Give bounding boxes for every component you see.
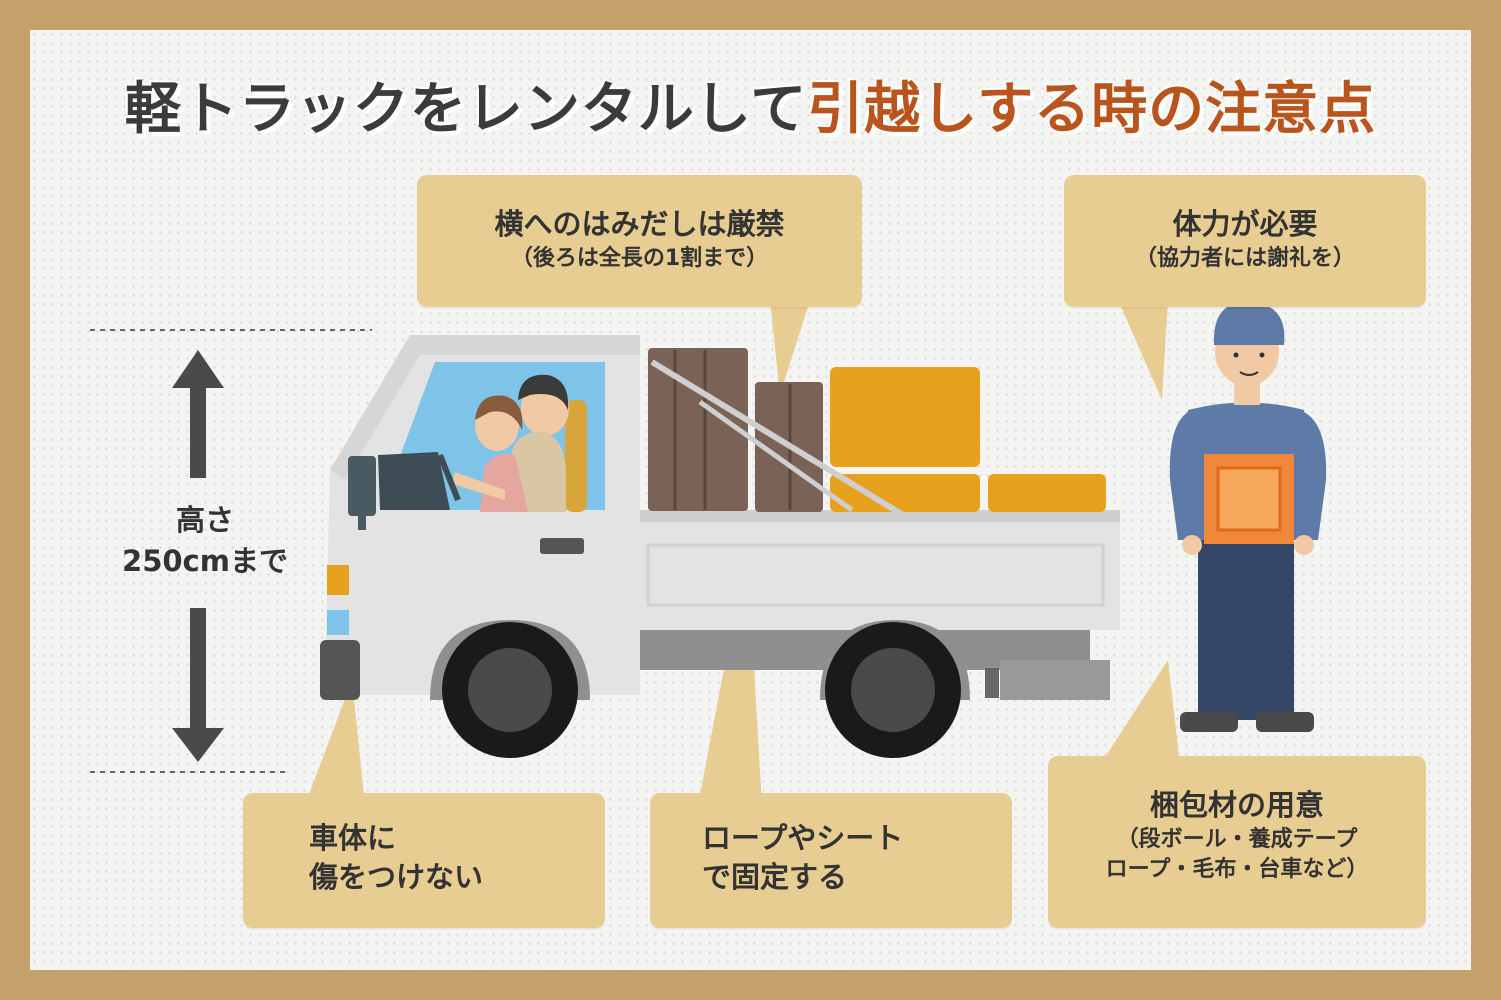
height-label-line-1: 高さ	[175, 503, 234, 537]
truck-seat	[565, 400, 587, 512]
title-part-1: 軽トラックをレンタルして	[124, 77, 808, 142]
worker-left-leg	[1198, 530, 1246, 720]
rope-line-1	[650, 359, 910, 521]
truck-illustration	[320, 335, 1120, 758]
worker-illustration	[1169, 301, 1327, 732]
worker-left-shoe	[1180, 712, 1238, 732]
headlight	[327, 610, 349, 635]
side-overhang-bubble: 横へのはみだしは厳禁 （後ろは全長の1割まで）	[417, 175, 862, 307]
body-damage-line-1: 車体に	[309, 821, 397, 855]
side-overhang-main: 横へのはみだしは厳禁	[494, 207, 785, 241]
truck-bed-panel	[640, 510, 1120, 630]
stamina-bubble-tail	[1118, 300, 1168, 400]
cargo-box-top	[830, 367, 980, 467]
stamina-sub: （協力者には謝礼を）	[1134, 246, 1355, 272]
height-label-line-2: 250cmまで	[122, 543, 288, 578]
cargo-box-bottom	[830, 474, 980, 512]
title-part-2: 引越しする時の注意点	[807, 77, 1377, 142]
height-up-arrow-icon	[172, 350, 224, 478]
worker-right-shoe	[1256, 712, 1314, 732]
front-bumper	[320, 640, 360, 700]
door-handle	[540, 538, 584, 554]
packing-sub-2: ロープ・毛布・台車など）	[1105, 856, 1369, 882]
stamina-main: 体力が必要	[1172, 207, 1318, 241]
side-overhang-sub: （後ろは全長の1割まで）	[510, 246, 769, 272]
turn-signal	[327, 565, 349, 595]
worker-cap	[1213, 301, 1285, 345]
packing-main: 梱包材の用意	[1149, 788, 1324, 822]
cargo-box-right	[988, 474, 1106, 512]
cargo	[648, 348, 1106, 521]
rope-fix-line-2: で固定する	[702, 860, 848, 895]
side-mirror	[348, 456, 376, 516]
height-label: 高さ 250cmまで	[75, 500, 335, 581]
height-down-arrow-icon	[172, 608, 224, 762]
body-bubble-tail	[305, 680, 365, 805]
cargo-wardrobe	[648, 348, 748, 511]
stamina-bubble: 体力が必要 （協力者には謝礼を）	[1064, 175, 1426, 307]
packing-bubble: 梱包材の用意 （段ボール・養成テープ ロープ・毛布・台車など）	[1048, 756, 1426, 928]
body-damage-line-2: 傷をつけない	[309, 860, 484, 895]
packing-bubble-tail	[1100, 660, 1180, 765]
steering-wheel	[378, 452, 450, 510]
page-title: 軽トラックをレンタルして引越しする時の注意点	[0, 64, 1501, 145]
worker-right-leg	[1246, 530, 1294, 720]
rope-line-2	[698, 399, 854, 513]
rope-fix-bubble: ロープやシート で固定する	[650, 793, 1012, 928]
rope-fix-line-1: ロープやシート	[702, 821, 904, 855]
side-bubble-tail	[770, 300, 810, 395]
packing-sub-1: （段ボール・養成テープ	[1116, 827, 1358, 853]
body-damage-bubble: 車体に 傷をつけない	[243, 793, 605, 928]
